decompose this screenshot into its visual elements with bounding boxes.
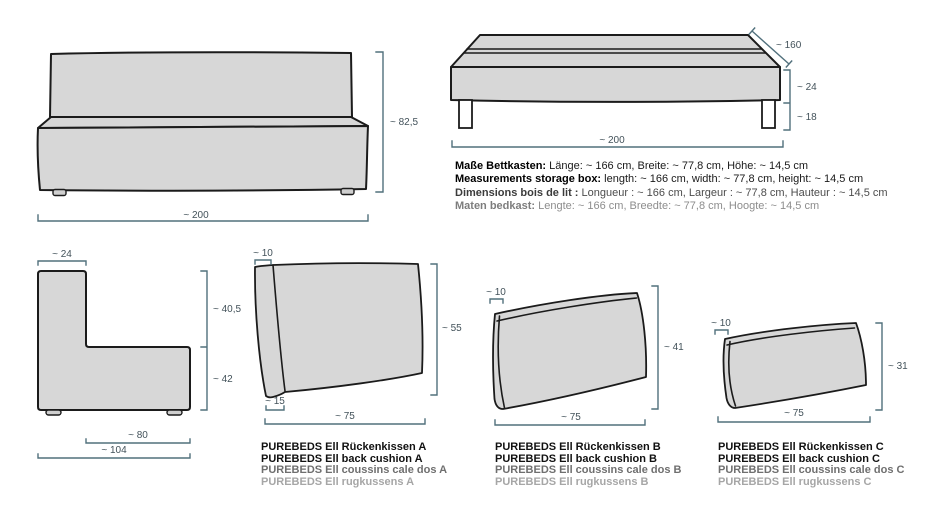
cushion-c-side-seam bbox=[727, 340, 737, 407]
side-profile-view: ~ 24 ~ 40,5 ~ 42 ~ 80 ~ 104 bbox=[37, 249, 242, 459]
cushion-a-width-dim-label: ~ 75 bbox=[335, 411, 355, 422]
cushion-b-top-thickness-dim-line bbox=[489, 298, 504, 304]
profile-seat-depth-dim-label: ~ 80 bbox=[128, 430, 148, 441]
profile-total-depth-dim-label: ~ 104 bbox=[101, 445, 127, 456]
cushion-a-height-dim-label: ~ 55 bbox=[442, 323, 462, 334]
cushion-a-bottom-thickness-dim-line bbox=[265, 405, 285, 411]
cushion-b-width-dim-line bbox=[494, 419, 646, 426]
storage-depth-dim-label: ~ 160 bbox=[776, 40, 802, 51]
cushion-b-names: PUREBEDS Ell Rückenkissen B PUREBEDS Ell… bbox=[495, 441, 682, 489]
measurement-label-german: Maße Bettkasten: bbox=[455, 160, 547, 172]
side-profile-shape bbox=[37, 270, 191, 411]
measurement-value-french: Longueur : ~ 166 cm, Largeur : ~ 77,8 cm… bbox=[581, 186, 888, 199]
sofa-width-dim-line bbox=[37, 214, 369, 222]
cushion-a-name-dutch: PUREBEDS Ell rugkussens A bbox=[261, 476, 415, 489]
profile-back-width-dim-label: ~ 24 bbox=[52, 249, 72, 260]
cushion-b-name-german: PUREBEDS Ell Rückenkissen B bbox=[495, 441, 661, 453]
cushion-c-shape bbox=[722, 322, 867, 409]
storage-box-measurements: Maße Bettkasten: Länge: ~ 166 cm, Breite… bbox=[455, 160, 888, 213]
profile-heights-dim-line bbox=[200, 270, 208, 411]
measurement-line-english: Measurements storage box: length: ~ 166 … bbox=[455, 173, 888, 186]
cushion-a-shape bbox=[254, 262, 424, 399]
profile-total-depth-dim-line bbox=[37, 453, 191, 459]
storage-leg-height-dim-label: ~ 18 bbox=[797, 112, 817, 123]
cushion-b-top-seam bbox=[496, 297, 638, 322]
cushion-a-height-dim-line bbox=[430, 263, 438, 396]
cushion-c-width-dim-label: ~ 75 bbox=[784, 408, 804, 419]
cushion-a-width-dim-line bbox=[264, 418, 426, 425]
measurement-value-german: Länge: ~ 166 cm, Breite: ~ 77,8 cm, Höhe… bbox=[549, 160, 809, 172]
cushion-c-name-dutch: PUREBEDS Ell rugkussens C bbox=[718, 476, 872, 489]
sofa-right-foot bbox=[340, 187, 355, 196]
storage-width-dim-label: ~ 200 bbox=[599, 135, 625, 146]
cushion-c-top-seam bbox=[726, 327, 856, 346]
storage-box-height-dim-label: ~ 24 bbox=[797, 82, 817, 93]
cushion-a-name-german: PUREBEDS Ell Rückenkissen A bbox=[261, 441, 427, 453]
cushion-a-view: ~ 10 ~ 55 ~ 15 ~ 75 bbox=[253, 248, 462, 425]
cushion-c-height-dim-label: ~ 31 bbox=[888, 361, 908, 372]
cushion-a-name-french: PUREBEDS Ell coussins cale dos A bbox=[261, 464, 448, 477]
storage-box-view: ~ 160 ~ 24 ~ 18 ~ 200 bbox=[450, 27, 817, 148]
cushion-c-name-german: PUREBEDS Ell Rückenkissen C bbox=[718, 441, 884, 453]
storage-height-dim-line bbox=[783, 69, 791, 131]
storage-box-front-shape bbox=[450, 66, 781, 103]
cushion-c-names: PUREBEDS Ell Rückenkissen C PUREBEDS Ell… bbox=[718, 441, 905, 489]
cushion-c-top-thickness-dim-label: ~ 10 bbox=[711, 318, 731, 329]
cushion-c-width-dim-line bbox=[717, 416, 871, 423]
profile-upper-height-dim-label: ~ 40,5 bbox=[213, 304, 242, 315]
cushion-a-names: PUREBEDS Ell Rückenkissen A PUREBEDS Ell… bbox=[261, 441, 448, 489]
measurement-label-french: Dimensions bois de lit : bbox=[455, 186, 579, 199]
measurement-line-french: Dimensions bois de lit : Longueur : ~ 16… bbox=[455, 187, 888, 200]
cushion-b-name-english: PUREBEDS Ell back cushion B bbox=[495, 452, 657, 465]
cushion-b-top-thickness-dim-label: ~ 10 bbox=[486, 287, 506, 298]
measurement-line-german: Maße Bettkasten: Länge: ~ 166 cm, Breite… bbox=[455, 160, 888, 173]
cushion-b-height-dim-label: ~ 41 bbox=[664, 342, 684, 353]
side-profile-right-foot bbox=[166, 409, 183, 416]
storage-box-right-leg bbox=[761, 99, 776, 129]
cushion-b-height-dim-line bbox=[651, 285, 659, 410]
cushion-c-height-dim-line bbox=[875, 322, 883, 411]
storage-width-dim-line bbox=[451, 140, 784, 148]
cushion-c-name-english: PUREBEDS Ell back cushion C bbox=[718, 452, 880, 465]
cushion-b-side-seam bbox=[497, 315, 506, 409]
storage-box-left-leg bbox=[458, 99, 473, 129]
cushion-c-name-french: PUREBEDS Ell coussins cale dos C bbox=[718, 464, 905, 477]
measurement-label-dutch: Maten bedkast: bbox=[455, 199, 536, 212]
measurement-value-dutch: Lengte: ~ 166 cm, Breedte: ~ 77,8 cm, Ho… bbox=[538, 199, 820, 212]
sofa-seat-front-shape bbox=[36, 125, 369, 192]
cushion-b-view: ~ 10 ~ 41 ~ 75 bbox=[486, 285, 684, 426]
side-profile-left-foot bbox=[45, 409, 62, 416]
sofa-front-view: ~ 82,5 ~ 200 bbox=[36, 51, 419, 222]
cushion-c-top-thickness-dim-line bbox=[714, 329, 729, 335]
sofa-height-dim-line bbox=[375, 51, 384, 193]
storage-box-top-shape bbox=[450, 34, 781, 68]
sofa-backrest-shape bbox=[49, 51, 353, 118]
cushion-c-view: ~ 10 ~ 31 ~ 75 bbox=[711, 318, 908, 423]
measurement-line-dutch: Maten bedkast: Lengte: ~ 166 cm, Breedte… bbox=[455, 200, 888, 213]
cushion-b-name-dutch: PUREBEDS Ell rugkussens B bbox=[495, 476, 649, 489]
sofa-width-dim-label: ~ 200 bbox=[183, 210, 209, 221]
cushion-a-top-thickness-dim-line bbox=[254, 259, 272, 265]
sofa-left-foot bbox=[52, 188, 67, 197]
storage-depth-dim-line bbox=[748, 27, 793, 68]
measurement-label-english: Measurements storage box: bbox=[455, 173, 602, 186]
profile-seat-depth-dim-line bbox=[85, 438, 191, 444]
cushion-b-name-french: PUREBEDS Ell coussins cale dos B bbox=[495, 464, 682, 477]
cushion-b-width-dim-label: ~ 75 bbox=[561, 412, 581, 423]
cushion-a-name-english: PUREBEDS Ell back cushion A bbox=[261, 452, 423, 465]
cushion-a-bottom-thickness-dim-label: ~ 15 bbox=[265, 396, 285, 407]
sofa-height-dim-label: ~ 82,5 bbox=[390, 117, 419, 128]
cushion-a-side-seam bbox=[272, 264, 286, 392]
measurement-value-english: length: ~ 166 cm, width: ~ 77,8 cm, heig… bbox=[604, 173, 864, 186]
cushion-b-shape bbox=[492, 292, 648, 410]
cushion-a-top-thickness-dim-label: ~ 10 bbox=[253, 248, 273, 259]
profile-seat-height-dim-label: ~ 42 bbox=[213, 374, 233, 385]
profile-back-width-dim-line bbox=[37, 260, 87, 266]
